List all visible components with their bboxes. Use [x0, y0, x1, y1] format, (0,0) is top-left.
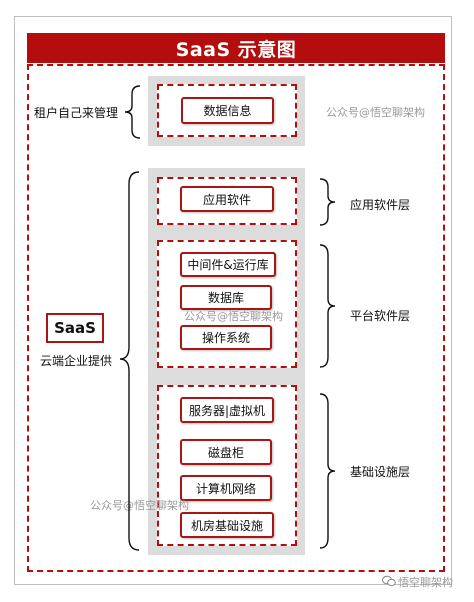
server-vm-box: 服务器|虚拟机: [180, 397, 274, 423]
diagram-title: SaaS 示意图: [27, 33, 445, 63]
outer-border: [14, 16, 452, 585]
saas-badge: SaaS: [46, 313, 104, 343]
network-box: 计算机网络: [180, 475, 272, 501]
os-box: 操作系统: [180, 325, 272, 350]
middleware-box: 中间件&运行库: [180, 252, 276, 277]
wechat-icon: [382, 575, 396, 587]
app-software-box: 应用软件: [180, 186, 274, 212]
main-dashed-area: [27, 64, 445, 572]
database-box: 数据库: [180, 285, 272, 310]
watermark-middle: 公众号@悟空聊架构: [184, 310, 283, 323]
app-layer-label: 应用软件层: [350, 198, 411, 212]
infra-layer-label: 基础设施层: [350, 465, 411, 479]
app-layer-brace: [319, 178, 336, 226]
disk-cabinet-box: 磁盘柜: [180, 439, 272, 465]
datacenter-box: 机房基础设施: [180, 512, 274, 538]
tenant-brace: [124, 85, 141, 139]
watermark-bottom-right: 悟空聊架构: [398, 576, 453, 589]
watermark-top-right: 公众号@悟空聊架构: [326, 106, 425, 119]
provider-brace: [119, 171, 140, 551]
tenant-label: 租户自己来管理: [34, 106, 119, 120]
platform-layer-brace: [319, 244, 336, 368]
watermark-bottom-left: 公众号@悟空聊架构: [90, 499, 189, 512]
data-info-box: 数据信息: [181, 97, 274, 124]
provider-label: 云端企业提供: [40, 354, 113, 368]
infra-layer-brace: [319, 393, 336, 549]
platform-layer-label: 平台软件层: [350, 309, 411, 323]
